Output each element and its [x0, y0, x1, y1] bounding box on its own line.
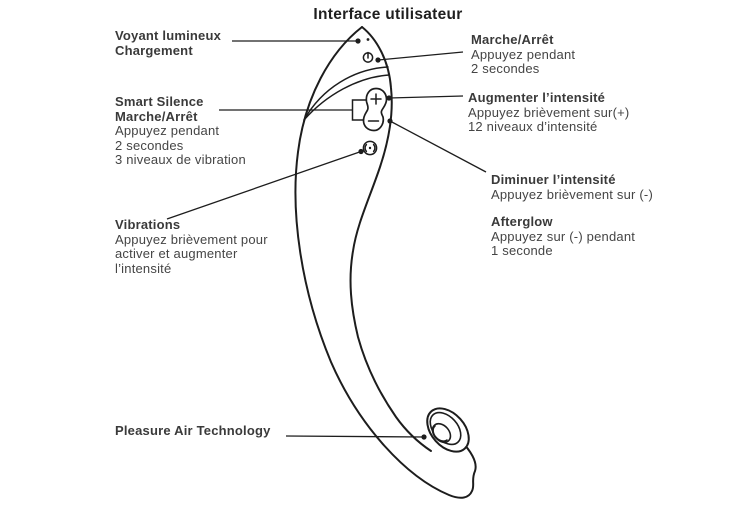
annotation-voyant-lumineux: Voyant lumineux Chargement: [115, 28, 222, 58]
power-icon: [362, 51, 374, 63]
callout-dot-augmenter: [386, 95, 392, 101]
intensity-rocker-button: [362, 87, 388, 132]
annotation-marche-arret: Marche/Arrêt Appuyez pendant 2 secondes: [471, 32, 576, 76]
callout-line-augmenter: [388, 95, 464, 99]
led-indicator-icon: [366, 38, 370, 41]
device-right-outline: [349, 26, 432, 452]
callout-line-diminuer: [389, 120, 487, 173]
head-seam-line-upper: [303, 66, 389, 121]
device-left-outline: [294, 26, 477, 499]
vibration-icon: [362, 140, 378, 156]
callout-dot-voyant: [355, 38, 361, 44]
annotation-smart-silence: Smart Silence Marche/Arrêt Appuyez penda…: [115, 94, 246, 167]
annotation-diminuer-intensite: Diminuer l’intensité Appuyez brièvement …: [491, 172, 653, 202]
annotation-vibrations: Vibrations Appuyez brièvement pour activ…: [115, 217, 268, 276]
callout-dot-pleasure: [421, 434, 427, 440]
pleasure-air-inner-arc: [432, 425, 448, 442]
annotation-pleasure-air: Pleasure Air Technology: [115, 423, 271, 438]
callout-dot-marche: [375, 57, 381, 63]
head-seam-line-lower: [303, 74, 390, 121]
callout-line-marche: [377, 51, 464, 61]
pleasure-air-opening: [426, 407, 470, 453]
callout-line-pleasure: [285, 435, 425, 438]
annotation-augmenter-intensite: Augmenter l’intensité Appuyez brièvement…: [468, 90, 630, 134]
callout-line-vibrations: [166, 150, 362, 220]
page-title: Interface utilisateur: [313, 6, 463, 23]
plus-icon: [370, 93, 382, 105]
annotation-afterglow: Afterglow Appuyez sur (-) pendant 1 seco…: [491, 214, 636, 258]
device-body: [294, 26, 477, 499]
callout-dot-vibrations: [358, 148, 364, 155]
device-controls: [351, 38, 388, 156]
